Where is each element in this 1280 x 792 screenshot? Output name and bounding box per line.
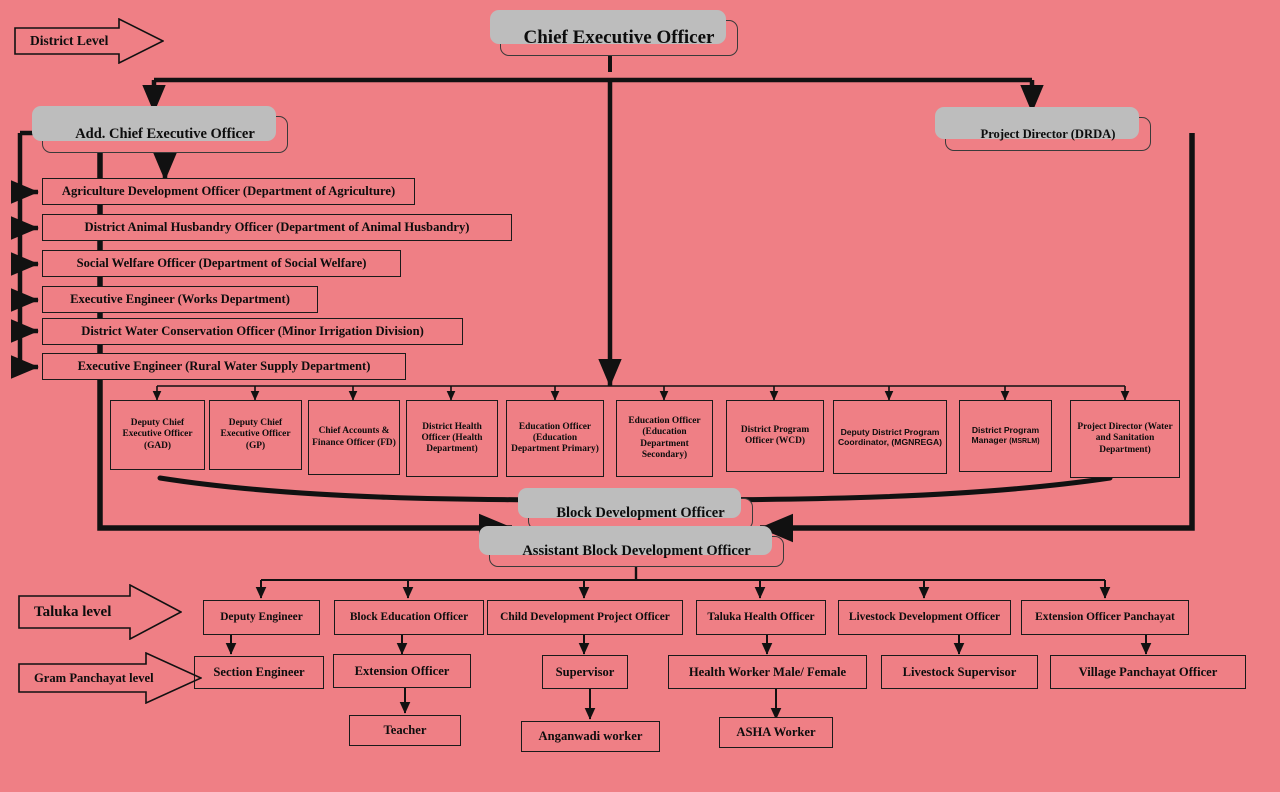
node-officer-0[interactable]: Deputy Chief Executive Officer (GAD): [110, 400, 205, 470]
node-bottom-0[interactable]: Teacher: [349, 715, 461, 746]
node-department-4[interactable]: District Water Conservation Officer (Min…: [42, 318, 463, 345]
node-gram-1[interactable]: Extension Officer: [333, 654, 471, 688]
node-label: District Program Officer (WCD): [740, 424, 810, 446]
node-gram-5[interactable]: Village Panchayat Officer: [1050, 655, 1246, 689]
node-officer-7[interactable]: Deputy District Program Coordinator, (MG…: [833, 400, 947, 474]
node-add-chief-executive-officer[interactable]: Add. Chief Executive Officer: [32, 106, 288, 153]
node-label-suffix: (MSRLM): [1009, 438, 1040, 446]
node-chief-executive-officer[interactable]: Chief Executive Officer: [490, 10, 738, 56]
node-officer-4[interactable]: Education Officer (Education Department …: [506, 400, 604, 477]
node-label: Health Worker Male/ Female: [688, 664, 847, 679]
node-bottom-1[interactable]: Anganwadi worker: [521, 721, 660, 752]
node-department-1[interactable]: District Animal Husbandry Officer (Depar…: [42, 214, 512, 241]
node-taluka-1[interactable]: Block Education Officer: [334, 600, 484, 635]
node-label: Taluka Health Officer: [707, 610, 815, 623]
node-officer-9[interactable]: Project Director (Water and Sanitation D…: [1070, 400, 1180, 478]
node-taluka-4[interactable]: Livestock Development Officer: [838, 600, 1011, 635]
node-label: District Water Conservation Officer (Min…: [81, 324, 424, 339]
node-label: Deputy Engineer: [220, 610, 303, 623]
node-label: Project Director (DRDA): [980, 126, 1116, 141]
arrow-banner-shape: [18, 652, 202, 704]
arrow-banner-shape: [14, 18, 164, 64]
banner-label-taluka: Taluka level: [34, 603, 112, 620]
node-label: Extension Officer: [354, 663, 450, 678]
node-officer-8[interactable]: District Program Manager (MSRLM): [959, 400, 1052, 472]
node-label: Deputy Chief Executive Officer (GP): [220, 418, 291, 451]
node-gram-4[interactable]: Livestock Supervisor: [881, 655, 1038, 689]
node-taluka-0[interactable]: Deputy Engineer: [203, 600, 320, 635]
node-department-3[interactable]: Executive Engineer (Works Department): [42, 286, 318, 313]
node-label: Extension Officer Panchayat: [1035, 610, 1175, 623]
node-label: Teacher: [383, 723, 427, 738]
node-label: Deputy Chief Executive Officer (GAD): [122, 418, 193, 451]
node-assistant-block-development-officer[interactable]: Assistant Block Development Officer: [479, 526, 784, 567]
node-label: Add. Chief Executive Officer: [75, 125, 255, 142]
arrow-banner-shape: [18, 584, 182, 640]
node-label: District Health Officer (Health Departme…: [421, 421, 483, 455]
node-taluka-2[interactable]: Child Development Project Officer: [487, 600, 683, 635]
node-label: Education Officer (Education Department …: [628, 416, 701, 460]
node-officer-1[interactable]: Deputy Chief Executive Officer (GP): [209, 400, 302, 470]
node-taluka-3[interactable]: Taluka Health Officer: [696, 600, 826, 635]
banner-gram-panchayat-level: Gram Panchayat level: [18, 652, 202, 704]
node-gram-2[interactable]: Supervisor: [542, 655, 628, 689]
node-taluka-5[interactable]: Extension Officer Panchayat: [1021, 600, 1189, 635]
node-gram-0[interactable]: Section Engineer: [194, 656, 324, 689]
node-label: Chief Executive Officer: [523, 26, 715, 48]
node-label: Agriculture Development Officer (Departm…: [61, 184, 396, 199]
node-label: Village Panchayat Officer: [1078, 664, 1218, 679]
node-gram-3[interactable]: Health Worker Male/ Female: [668, 655, 867, 689]
node-label: Deputy District Program Coordinator, (MG…: [837, 426, 943, 447]
node-label: Supervisor: [555, 664, 615, 679]
node-label: Executive Engineer (Rural Water Supply D…: [77, 359, 371, 374]
node-label: District Animal Husbandry Officer (Depar…: [84, 220, 470, 235]
node-label: Child Development Project Officer: [500, 610, 670, 623]
node-label: Social Welfare Officer (Department of So…: [76, 256, 367, 271]
node-label: Executive Engineer (Works Department): [70, 292, 290, 307]
node-label: Project Director (Water and Sanitation D…: [1077, 422, 1173, 455]
node-label: Chief Accounts & Finance Officer (FD): [312, 426, 396, 448]
node-label: Block Development Officer: [556, 505, 725, 522]
banner-label-gram: Gram Panchayat level: [34, 670, 154, 685]
node-label-wrap: District Program Manager (MSRLM): [962, 425, 1049, 446]
node-project-director-drda[interactable]: Project Director (DRDA): [935, 107, 1151, 151]
node-label: Assistant Block Development Officer: [522, 542, 751, 559]
node-label: Block Education Officer: [349, 610, 469, 623]
node-officer-6[interactable]: District Program Officer (WCD): [726, 400, 824, 472]
node-officer-2[interactable]: Chief Accounts & Finance Officer (FD): [308, 400, 400, 475]
node-department-2[interactable]: Social Welfare Officer (Department of So…: [42, 250, 401, 277]
node-label: ASHA Worker: [736, 725, 816, 740]
node-label: Education Officer (Education Department …: [511, 421, 599, 455]
banner-label-district: District Level: [30, 33, 109, 48]
node-bottom-2[interactable]: ASHA Worker: [719, 717, 833, 748]
node-officer-3[interactable]: District Health Officer (Health Departme…: [406, 400, 498, 477]
banner-taluka-level: Taluka level: [18, 584, 182, 640]
node-label: Livestock Supervisor: [902, 664, 1017, 679]
node-department-5[interactable]: Executive Engineer (Rural Water Supply D…: [42, 353, 406, 380]
banner-district-level: District Level: [14, 18, 164, 64]
node-label: Section Engineer: [213, 665, 305, 680]
node-department-0[interactable]: Agriculture Development Officer (Departm…: [42, 178, 415, 205]
node-label: Livestock Development Officer: [848, 610, 1001, 623]
node-officer-5[interactable]: Education Officer (Education Department …: [616, 400, 713, 477]
node-label: Anganwadi worker: [538, 729, 643, 744]
